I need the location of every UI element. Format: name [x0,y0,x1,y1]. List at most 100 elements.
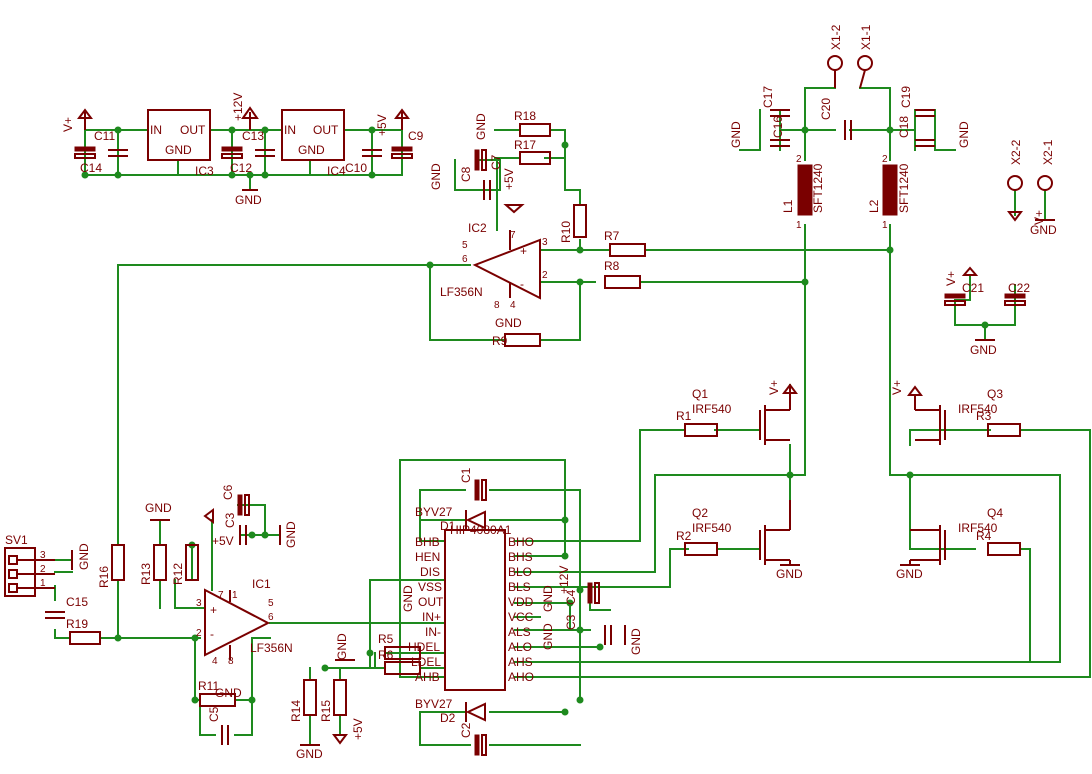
connectors-x1: X1-2 X1-1 [827,24,873,89]
sv1-label: SV1 [5,533,28,547]
hip-pin-bho: BHO [508,535,534,549]
ic2-plus: + [520,244,527,258]
r8-label: R8 [604,259,620,273]
q3-type: IRF540 [958,402,998,416]
ic2-label: IC2 [468,221,487,235]
c9-label: C9 [408,129,424,143]
x1-1-pad[interactable] [857,55,873,71]
r10-label: R10 [559,221,573,243]
ic1-passives: R16 R13 R12 GND R19 R11 GND C5 C6 C3 +5V… [66,484,298,745]
hip-pin-bhs: BHS [508,550,533,564]
hip-pin-als: ALS [508,625,531,639]
p5v-label-ic2: +5V [502,168,516,190]
hip-pins-left: BHB HEN DIS VSS OUT IN+ IN- HDEL LDEL AH… [408,535,444,684]
ic1-label: IC1 [252,577,271,591]
l1-pin1: 1 [796,220,802,231]
wires [54,87,1091,746]
regulator-capacitors: C14 C11 C12 C13 C10 C9 [74,129,424,175]
ic2-minus: - [520,277,524,291]
header-sv1: SV1 3 2 1 GND C15 [4,533,91,619]
sv1-pin3: 3 [40,550,46,561]
c1-label: C1 [459,467,473,483]
r6-label: R6 [378,648,394,662]
ic3-out-pin: OUT [180,123,206,137]
d2-label: D2 [440,711,456,725]
c6-label: C6 [221,484,235,500]
gnd-label-x2: GND [1030,223,1057,237]
c21-label: C21 [962,281,984,295]
q3-label: Q3 [987,387,1003,401]
r15-label: R15 [319,700,333,722]
gate-resistors: R1 R2 R3 R4 [676,409,1021,556]
gnd-label-r18: GND [474,113,488,140]
x1-2-pad[interactable] [827,55,843,71]
c7-label: C7 [489,154,503,170]
hip-pin-alo: ALO [508,640,532,654]
ic1-pin4: 4 [212,656,218,667]
regulator-ic3: IN OUT GND IC3 [147,109,214,178]
regulator-ic4: IN OUT GND IC4 [281,109,346,178]
ic3-gnd-pin: GND [165,143,192,157]
ic2-pin2: 2 [542,270,548,281]
l1-type: SFT1240 [811,163,825,213]
hip-pin-dis: DIS [420,565,440,579]
gnd-label-r14: GND [296,747,323,761]
hip-pin-hdel: HDEL [408,640,440,654]
x2-2-label: X2-2 [1009,139,1023,165]
vplus-label-c21: V+ [944,271,958,286]
r17-label: R17 [514,138,536,152]
gnd-label-r13: GND [145,501,172,515]
sv1-pin1: 1 [40,578,46,589]
gnd-label-r11: GND [215,686,242,700]
ic4-out-pin: OUT [313,123,339,137]
q2-type: IRF540 [692,521,732,535]
x1-2-label: X1-2 [829,24,843,50]
c15-label: C15 [66,595,88,609]
q2-label: Q2 [692,506,708,520]
hip-pin-vdd: VDD [508,595,534,609]
d2-diode-type: BYV27 [415,697,453,711]
d1-label: D1 [440,519,456,533]
supply-symbols-top: V+ +12V +5V GND [61,93,410,207]
r13-label: R13 [139,563,153,585]
x2-1-label: X2-1 [1041,139,1055,165]
q4-label: Q4 [987,506,1003,520]
hip-pin-ahb: AHB [415,670,440,684]
ic2-pin8: 8 [494,300,500,311]
x1-1-label: X1-1 [859,24,873,50]
r16-label: R16 [97,566,111,588]
r14-label: R14 [289,700,303,722]
hip-pin-inm: IN- [425,625,441,639]
p5v-label-top: +5V [375,114,389,136]
sv1-pin2: 2 [40,564,46,575]
x2-1-pad[interactable] [1037,175,1053,191]
p12v-label-hip: +12V [557,566,571,594]
c4-label: C4 [564,589,578,605]
c2-label: C2 [459,722,473,738]
hip-pin-vss: VSS [418,580,442,594]
output-filter: L1 SFT1240 2 1 L2 SFT1240 2 1 C20 C17 C1… [729,86,971,231]
ic1-minus: - [210,627,214,641]
vplus-label-q1: V+ [767,380,781,395]
r11-label: R11 [198,679,219,693]
gnd-label-c19: GND [957,121,971,148]
l2-pin1: 1 [882,220,888,231]
ic1-pin1: 1 [232,590,238,601]
c18-label: C18 [897,116,911,138]
ic1-pin8: 8 [228,656,234,667]
ic1-plus: + [210,603,217,617]
c20-label: C20 [819,98,833,120]
hip-capacitors: C1 C2 C4 C3 GND +12V [459,467,643,756]
ic2-pin6: 6 [462,254,468,265]
vplus-label-top: V+ [61,117,75,132]
x2-2-pad[interactable] [1007,175,1023,191]
gnd-label-reg: GND [235,193,262,207]
ic2-pin3: 3 [542,237,548,248]
l2-pin2: 2 [882,154,888,165]
connectors-x2: X2-2 X2-1 V+ GND [1007,139,1057,237]
hip-pin-bls: BLS [508,580,531,594]
c5-label: C5 [207,706,221,722]
gnd-label-hip-als: GND [541,623,555,650]
q4-type: IRF540 [958,521,998,535]
p5v-label-ic1: +5V [212,534,234,548]
